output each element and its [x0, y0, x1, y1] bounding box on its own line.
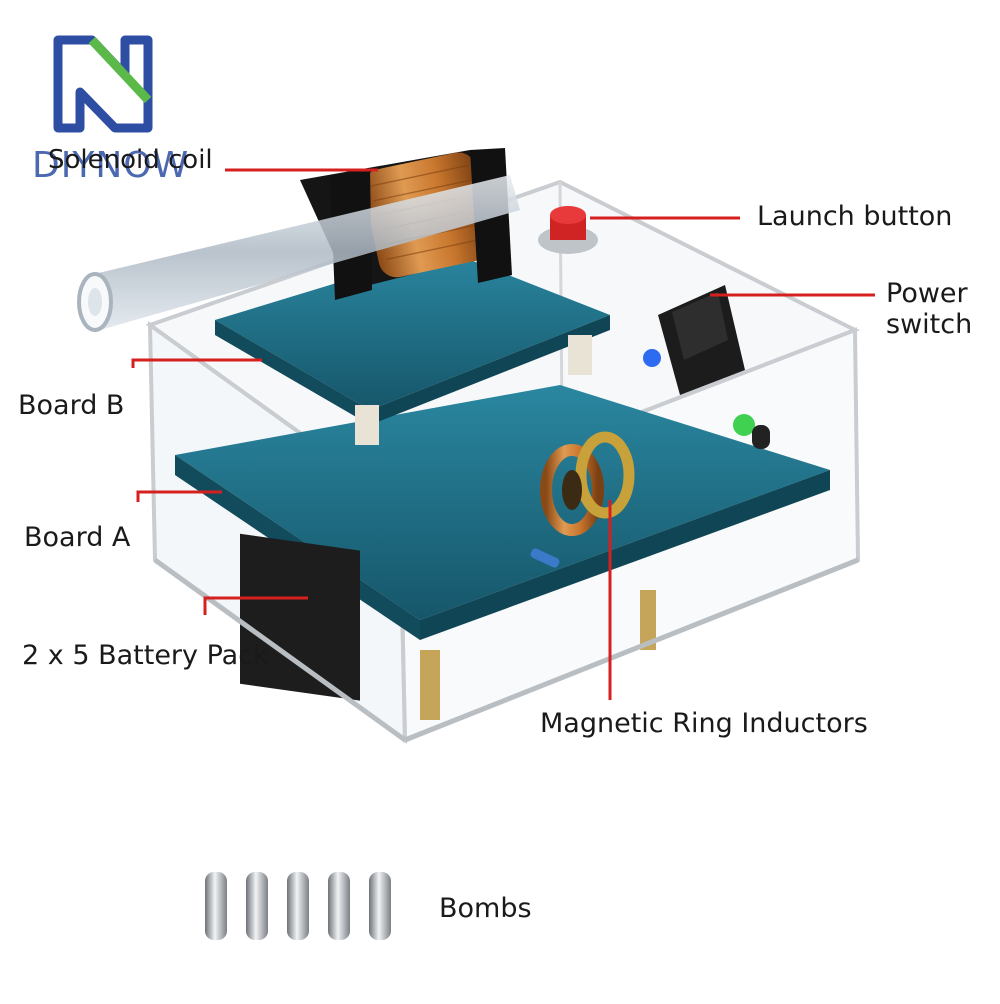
board-b: [215, 250, 610, 425]
bomb-pin: [369, 872, 391, 940]
bomb-pin: [287, 872, 309, 940]
callout-lines: [131, 168, 875, 700]
callout-board-a: [136, 490, 222, 502]
resistor: [530, 548, 560, 568]
label-solenoid-coil: Solenoid coil: [48, 145, 213, 175]
launch-button: [538, 206, 598, 254]
blue-led: [643, 349, 661, 367]
label-bombs: Bombs: [439, 893, 532, 924]
standoffs: [355, 335, 656, 720]
battery-pack: [240, 533, 360, 701]
label-launch-button: Launch button: [757, 201, 953, 232]
bomb-pin: [205, 872, 227, 940]
label-battery-pack: 2 x 5 Battery Pack: [22, 640, 269, 671]
brand-logo-text: DIYNOW: [32, 145, 190, 186]
green-led: [733, 414, 755, 436]
label-power-line2: switch: [886, 309, 973, 341]
label-magnetic-ring-inductors: Magnetic Ring Inductors: [540, 708, 868, 739]
callout-battery: [203, 596, 308, 615]
bombs-pins: [205, 872, 391, 940]
label-power-line1: Power: [886, 278, 968, 309]
bomb-pin: [246, 872, 268, 940]
magnetic-ring-inductors: [540, 431, 635, 536]
label-power-switch: Power switch: [886, 278, 972, 340]
case-edge-right: [404, 557, 859, 743]
power-switch: [658, 285, 745, 395]
label-board-b: Board B: [18, 390, 125, 421]
label-board-a: Board A: [24, 522, 131, 553]
diynow-logo-icon: [53, 35, 153, 133]
bomb-pin: [328, 872, 350, 940]
case-edge: [153, 557, 407, 743]
transistor: [752, 425, 770, 449]
launch-tube: [77, 175, 520, 332]
callout-board-b: [131, 358, 262, 368]
